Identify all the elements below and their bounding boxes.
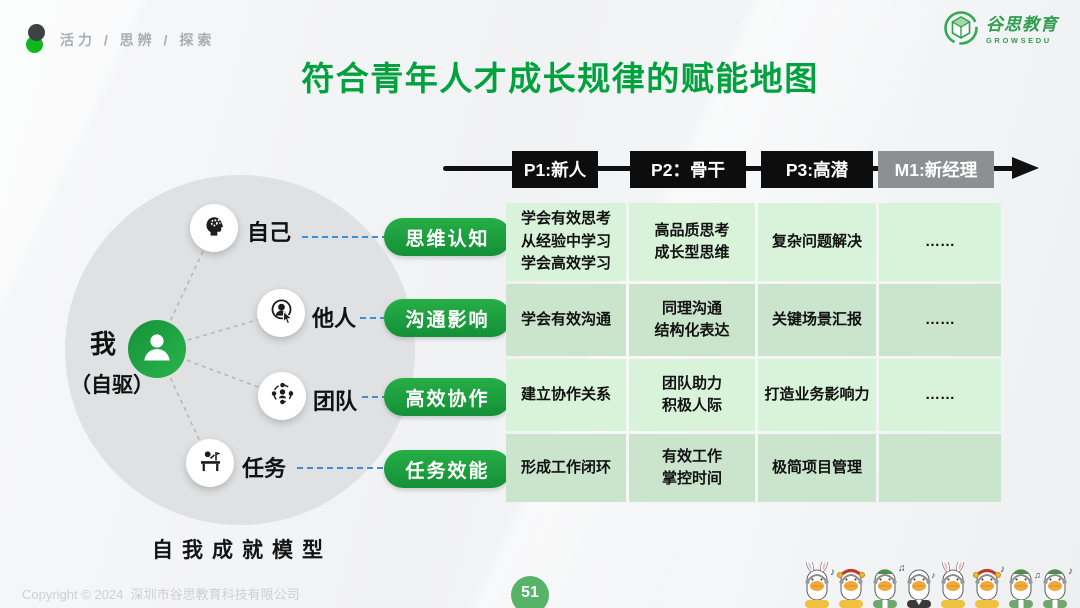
page-number-badge: 51 <box>511 576 549 608</box>
matrix-cell: 复杂问题解决 <box>758 203 876 281</box>
matrix-cell: 团队助力 积极人际 <box>629 359 755 431</box>
svg-text:♫: ♫ <box>1034 570 1041 580</box>
person-cursor-icon <box>268 297 295 329</box>
page-title: 符合青年人才成长规律的赋能地图 <box>301 60 819 97</box>
node-label-self: 自己 <box>247 220 292 245</box>
brand-dot-dark <box>28 24 45 41</box>
matrix-cell: 同理沟通 结构化表达 <box>629 284 755 356</box>
team-network-icon <box>269 380 296 412</box>
stage-p1: P1:新人 <box>512 151 598 188</box>
company-logo: 谷思教育 GROWSEDU <box>943 10 1058 51</box>
svg-text:♪: ♪ <box>1068 566 1073 577</box>
stage-m1: M1:新经理 <box>878 151 994 188</box>
node-task <box>186 439 234 487</box>
svg-text:♪: ♪ <box>830 567 835 578</box>
matrix-cell: 有效工作 掌控时间 <box>629 434 755 502</box>
center-label: 我 <box>90 329 117 359</box>
logo-cube-icon <box>943 10 979 51</box>
capability-pill-communication: 沟通影响 <box>384 299 511 337</box>
capability-matrix: 学会有效思考 从经验中学习 学会高效学习 高品质思考 成长型思维 复杂问题解决 … <box>506 203 1001 502</box>
matrix-cell: …… <box>879 359 1001 431</box>
matrix-cell: …… <box>879 203 1001 281</box>
stage-p2: P2：骨干 <box>630 151 746 188</box>
node-team <box>258 372 306 420</box>
capability-pill-thinking: 思维认知 <box>384 218 511 256</box>
mascot-ducks: ♪ ♫ ♪ ♪ ♫ ♪ <box>804 562 1073 608</box>
person-icon <box>139 329 175 370</box>
matrix-cell: 建立协作关系 <box>506 359 626 431</box>
logo-name: 谷思教育 <box>986 15 1058 35</box>
thinking-head-icon <box>201 212 228 244</box>
capability-pill-collaboration: 高效协作 <box>384 378 511 416</box>
matrix-cell: 极简项目管理 <box>758 434 876 502</box>
matrix-cell: …… <box>879 284 1001 356</box>
svg-text:♪: ♪ <box>931 570 936 580</box>
matrix-cell: 高品质思考 成长型思维 <box>629 203 755 281</box>
svg-text:♫: ♫ <box>898 563 906 574</box>
matrix-cell: 学会有效沟通 <box>506 284 626 356</box>
node-self <box>190 204 238 252</box>
matrix-cell: 打造业务影响力 <box>758 359 876 431</box>
matrix-cell: 学会有效思考 从经验中学习 学会高效学习 <box>506 203 626 281</box>
node-label-others: 他人 <box>312 306 357 331</box>
copyright-text: Copyright © 2024 深圳市谷思教育科技有限公司 <box>22 587 300 602</box>
matrix-cell <box>879 434 1001 502</box>
desk-work-icon <box>197 447 224 479</box>
matrix-cell: 形成工作闭环 <box>506 434 626 502</box>
brand-mark: 活力 / 思辨 / 探索 <box>20 22 230 62</box>
node-others <box>257 289 305 337</box>
timeline-arrow-icon <box>1012 157 1039 179</box>
model-background-circle <box>65 175 415 525</box>
center-sublabel: （自驱） <box>70 374 154 397</box>
model-caption: 自我成就模型 <box>152 539 332 562</box>
node-label-team: 团队 <box>313 389 358 414</box>
logo-subtitle: GROWSEDU <box>986 35 1052 45</box>
stage-p3: P3:高潜 <box>761 151 873 188</box>
svg-text:♪: ♪ <box>1000 564 1005 575</box>
brand-tagline: 活力 / 思辨 / 探索 <box>60 32 216 48</box>
node-label-task: 任务 <box>242 456 287 481</box>
capability-pill-task: 任务效能 <box>384 450 511 488</box>
matrix-cell: 关键场景汇报 <box>758 284 876 356</box>
